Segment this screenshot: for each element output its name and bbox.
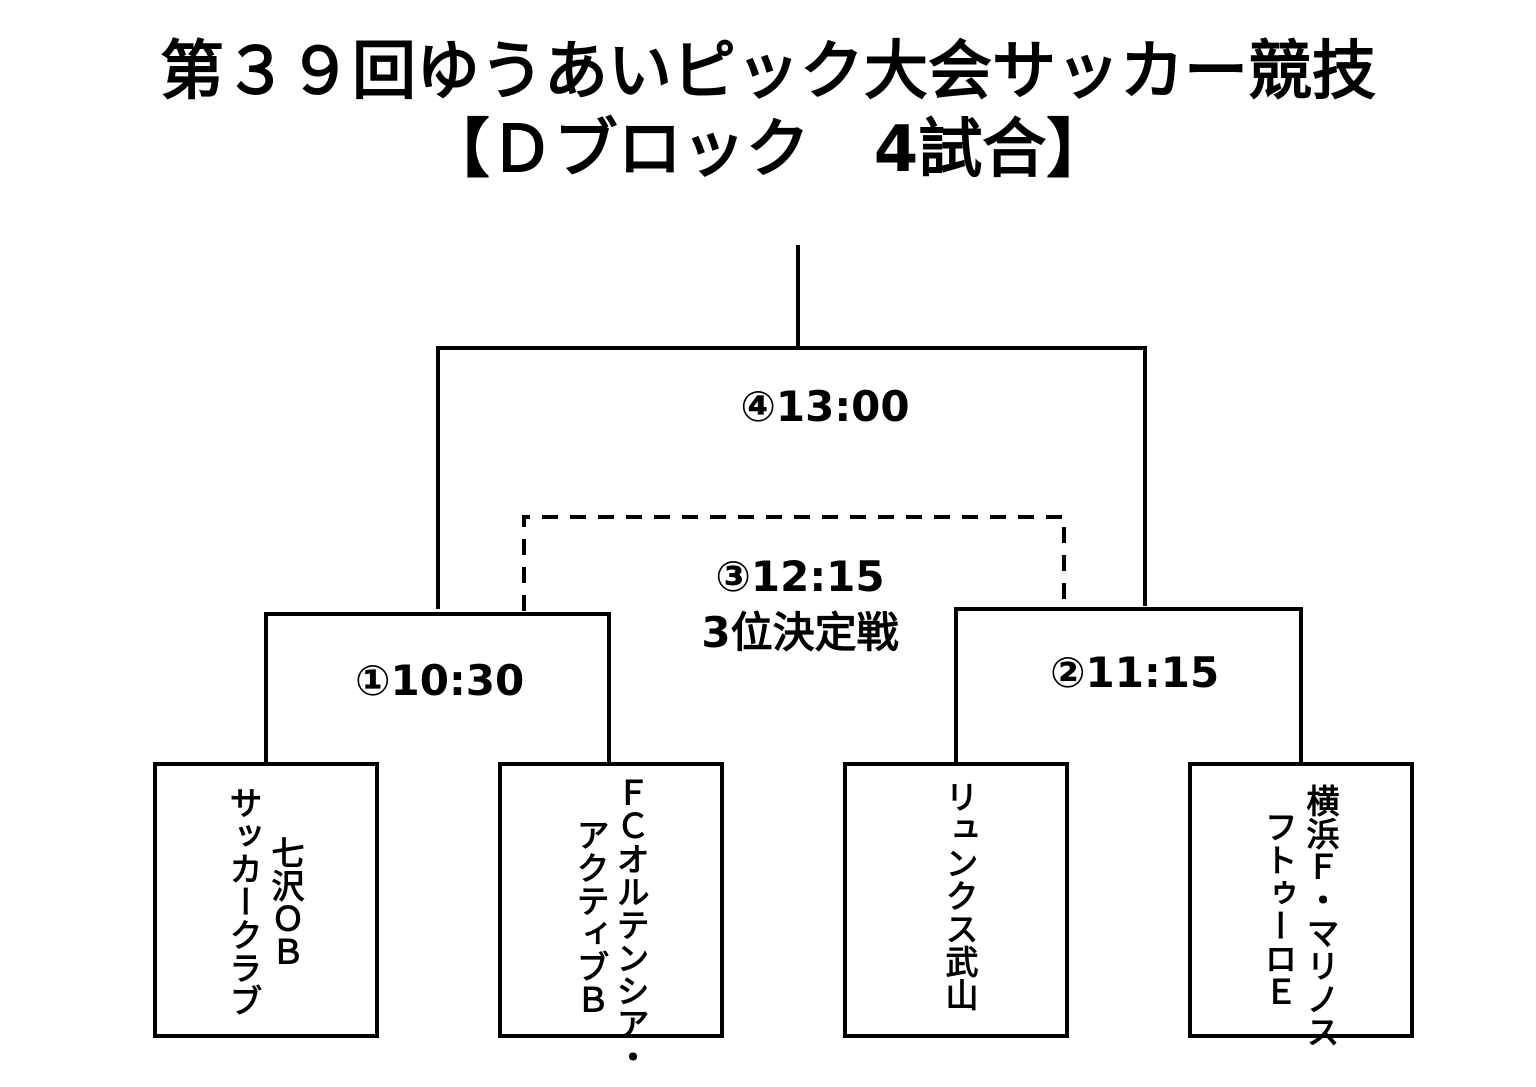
page-title: 第３９回ゆうあいピック大会サッカー競技 <box>160 35 1376 109</box>
match3-subtitle: 3位決定戦 <box>701 608 899 657</box>
match3-bracket <box>522 515 1066 611</box>
team-box-1: 七沢ＯＢ サッカークラブ <box>153 762 379 1038</box>
match4-bracket <box>436 346 1147 609</box>
team-box-3: リュンクス武山 <box>843 762 1069 1038</box>
team-box-2: ＦＣオルテンシア・ アクティブＢ <box>498 762 724 1073</box>
match4-time: ④13:00 <box>740 382 910 431</box>
match3-time: ③12:15 <box>715 552 885 601</box>
team-1-name-line-2: サッカークラブ <box>224 786 263 1017</box>
team-2-name-line-2: アクティブＢ <box>571 818 610 1016</box>
team-2-name-line-1: ＦＣオルテンシア・ <box>611 776 650 1073</box>
match1-time: ①10:30 <box>355 656 525 705</box>
page-subtitle: 【Ｄブロック 4試合】 <box>425 113 1111 187</box>
team-1-name-line-1: 七沢ＯＢ <box>266 836 305 968</box>
team-4-name-line-1: 横浜Ｆ・マリノス <box>1301 784 1340 1048</box>
team-box-4: 横浜Ｆ・マリノス フトゥーロＥ <box>1188 762 1414 1048</box>
team-4-name-line-2: フトゥーロＥ <box>1259 810 1298 1008</box>
match1-bracket <box>264 612 611 763</box>
team-3-name-line-1: リュンクス武山 <box>940 780 979 1011</box>
match2-time: ②11:15 <box>1050 648 1220 697</box>
match2-bracket <box>954 607 1303 763</box>
